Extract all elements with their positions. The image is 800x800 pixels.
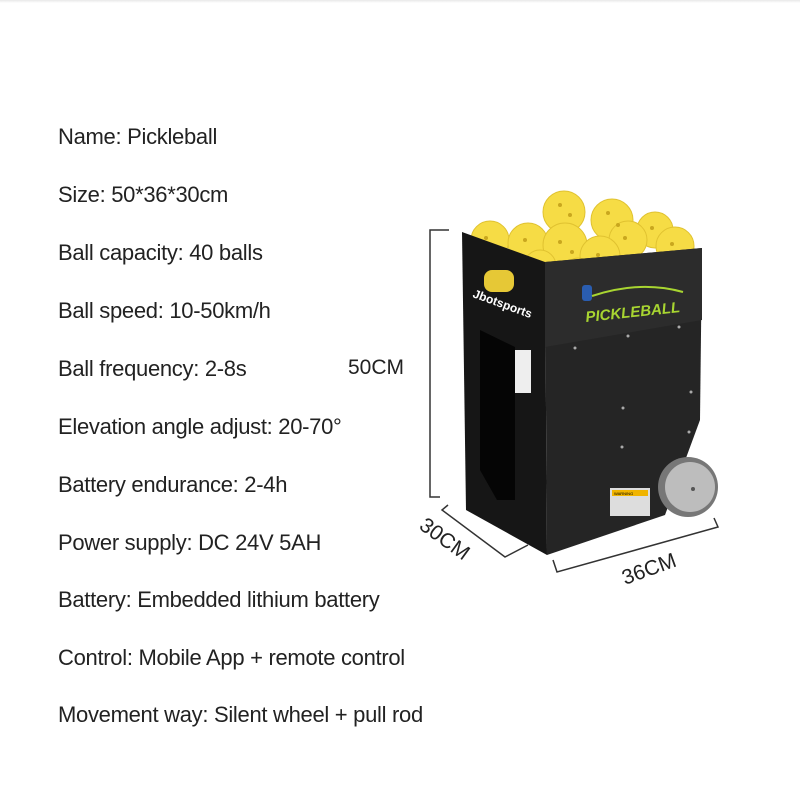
top-edge-shadow: [0, 0, 800, 3]
spec-ball-speed: Ball speed: 10-50km/h: [58, 298, 271, 323]
spec-battery-endurance: Battery endurance: 2-4h: [58, 472, 288, 497]
spec-elevation-angle: Elevation angle adjust: 20-70°: [58, 414, 342, 439]
spec-power-supply: Power supply: DC 24V 5AH: [58, 530, 322, 555]
spec-movement: Movement way: Silent wheel + pull rod: [58, 702, 423, 727]
spec-ball-frequency: Ball frequency: 2-8s: [58, 356, 247, 381]
depth-dimension-label: 30CM: [415, 513, 474, 565]
screws: [573, 325, 693, 449]
ball-holes: [484, 203, 674, 257]
width-dimension-line: [552, 517, 720, 573]
spec-battery: Battery: Embedded lithium battery: [58, 587, 380, 612]
side-label-sticker: [515, 350, 531, 393]
depth-dimension-line: [440, 504, 529, 558]
side-opening: [480, 330, 515, 500]
width-dimension-label: 36CM: [619, 549, 680, 590]
spec-name: Name: Pickleball: [58, 124, 218, 149]
warning-label-header: [612, 490, 648, 496]
spec-size: Size: 50*36*30cm: [58, 182, 229, 207]
height-dimension-line: [429, 229, 449, 498]
machine-top-band: [545, 248, 702, 347]
wheel-axle: [691, 487, 695, 491]
handle-opening: [484, 270, 514, 292]
logo-swoosh: [591, 285, 684, 297]
wheel-hub: [665, 462, 715, 512]
spec-ball-capacity: Ball capacity: 40 balls: [58, 240, 263, 265]
height-dimension-label: 50CM: [348, 356, 404, 379]
logo-paddle-icon: [582, 285, 592, 301]
warning-label-text: WARNING: [614, 491, 633, 496]
spec-control: Control: Mobile App + remote control: [58, 645, 405, 670]
